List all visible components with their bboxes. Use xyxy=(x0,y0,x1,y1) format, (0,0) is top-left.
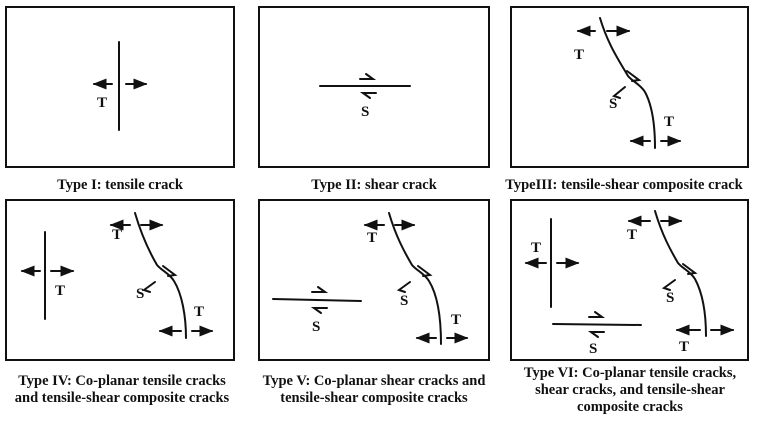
tension-label: T xyxy=(531,240,541,256)
caption-line: tensile-shear composite cracks xyxy=(280,390,468,406)
tension-label: T xyxy=(451,312,461,328)
shear-label: S xyxy=(589,341,597,357)
tension-label: T xyxy=(627,227,637,243)
composite-crack-5 xyxy=(363,212,469,345)
tension-label: T xyxy=(112,227,122,243)
caption-type-5: Type V: Co-planar shear cracks and tensi… xyxy=(248,373,500,407)
tension-label: T xyxy=(97,95,107,111)
composite-crack-4 xyxy=(109,212,214,339)
shear-label: S xyxy=(361,104,369,120)
shear-crack-6 xyxy=(552,311,642,338)
panel-type-5 xyxy=(258,199,490,361)
tensile-crack-6 xyxy=(524,218,580,308)
composite-crack-6 xyxy=(627,210,735,337)
shear-crack-5 xyxy=(272,286,362,314)
tensile-crack-1 xyxy=(92,41,148,131)
caption-type-2: Type II: shear crack xyxy=(258,177,490,194)
caption-line: Type IV: Co-planar tensile cracks xyxy=(18,373,226,389)
caption-type-6: Type VI: Co-planar tensile cracks, shear… xyxy=(505,365,755,416)
tensile-crack-4 xyxy=(20,231,75,320)
tension-label: T xyxy=(367,230,377,246)
panel-type-4 xyxy=(5,199,235,361)
caption-line: composite cracks xyxy=(577,399,683,415)
caption-line: Type I: tensile crack xyxy=(57,177,183,193)
shear-label: S xyxy=(609,96,617,112)
caption-line: TypeIII: tensile-shear composite crack xyxy=(505,177,743,193)
tension-label: T xyxy=(55,283,65,299)
caption-line: and tensile-shear composite cracks xyxy=(14,390,230,406)
shear-label: S xyxy=(400,293,408,309)
tension-label: T xyxy=(574,47,584,63)
shear-label: S xyxy=(312,319,320,335)
caption-type-4: Type IV: Co-planar tensile cracks and te… xyxy=(0,373,244,407)
caption-line: shear cracks, and tensile-shear xyxy=(535,382,725,398)
composite-crack-3 xyxy=(576,17,682,149)
tension-label: T xyxy=(194,304,204,320)
shear-label: S xyxy=(666,290,674,306)
tension-label: T xyxy=(679,339,689,355)
shear-label: S xyxy=(136,286,144,302)
caption-line: Type V: Co-planar shear cracks and xyxy=(262,373,486,389)
shear-crack-2 xyxy=(319,73,411,99)
caption-type-3: TypeIII: tensile-shear composite crack xyxy=(488,177,760,194)
caption-type-1: Type I: tensile crack xyxy=(5,177,235,194)
caption-line: Type II: shear crack xyxy=(311,177,437,193)
tension-label: T xyxy=(664,114,674,130)
caption-line: Type VI: Co-planar tensile cracks, xyxy=(523,365,737,381)
